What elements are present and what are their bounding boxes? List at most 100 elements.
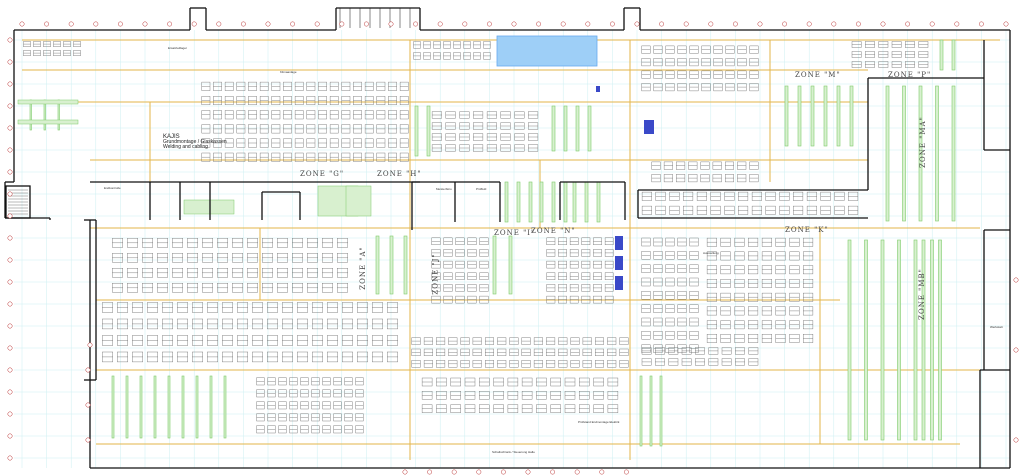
column-marker — [880, 21, 886, 27]
rack-column — [921, 239, 926, 441]
column-marker — [536, 21, 542, 27]
rack-column — [930, 239, 934, 441]
column-marker — [462, 21, 468, 27]
column-marker — [216, 21, 222, 27]
rack-column — [649, 375, 653, 447]
zone-m-label: ZONE "M" — [795, 71, 841, 79]
room-label-exhibit: Ausstellung — [703, 251, 719, 255]
rack-column — [810, 85, 815, 147]
storage-racks — [17, 39, 956, 447]
rack-column — [551, 105, 556, 152]
column-marker — [806, 21, 812, 27]
blue-equipment — [596, 86, 600, 92]
zone-ma-label: ZONE "MA" — [918, 116, 927, 168]
rack-column — [181, 375, 185, 439]
machine-layouts — [23, 35, 929, 434]
column-marker — [486, 21, 492, 27]
column-marker — [240, 21, 246, 27]
kajis-area-label: KAJIS Grundmontage / Glaskassen Welding … — [163, 134, 227, 150]
rack-column — [575, 105, 580, 152]
rack-column — [864, 239, 868, 441]
column-marker — [19, 21, 25, 27]
rack-column — [403, 235, 408, 295]
control-cabinet-label: Schaltschrank / Steuerung Halle — [492, 450, 535, 454]
rack-column — [885, 85, 890, 222]
column-marker — [44, 21, 50, 27]
rack-column — [584, 181, 589, 223]
kajis-line1: Grundmontage / Glaskassen — [163, 139, 227, 145]
column-marker — [1003, 21, 1009, 27]
rack-column — [389, 235, 394, 295]
column-marker — [7, 191, 13, 197]
zone-a-label: ZONE "A" — [358, 246, 367, 290]
column-marker — [85, 367, 91, 373]
column-marker — [905, 21, 911, 27]
rack-column — [57, 99, 60, 131]
blue-equipment — [615, 276, 623, 290]
blue-equipment — [615, 236, 623, 250]
column-marker — [476, 469, 482, 475]
column-marker — [623, 469, 629, 475]
rack-column — [596, 181, 601, 223]
room-label-workshop: Werkstatt — [990, 325, 1003, 329]
rack-block — [345, 185, 372, 217]
column-marker — [413, 21, 419, 27]
rack-column — [516, 181, 521, 223]
rack-column — [563, 105, 568, 152]
column-marker — [265, 21, 271, 27]
room-label-office-b: Prüffeld — [476, 187, 487, 191]
column-marker — [167, 21, 173, 27]
rack-column — [913, 239, 918, 441]
blue-equipment — [644, 120, 654, 134]
column-marker — [7, 213, 13, 219]
column-marker — [1013, 437, 1019, 443]
rack-column — [375, 235, 380, 295]
rack-column — [167, 375, 171, 439]
rack-column — [539, 181, 544, 223]
zone-k-label: ZONE "K" — [785, 226, 829, 234]
column-marker — [7, 257, 13, 263]
zone-g-label: ZONE "G" — [300, 170, 345, 178]
rack-block — [183, 199, 235, 215]
rack-column — [938, 239, 942, 441]
column-marker — [7, 345, 13, 351]
column-marker — [7, 455, 13, 461]
column-marker — [500, 469, 506, 475]
column-marker — [437, 21, 443, 27]
rack-column — [504, 181, 509, 223]
column-marker — [7, 433, 13, 439]
rack-column — [659, 375, 663, 447]
column-marker — [954, 21, 960, 27]
rack-column — [563, 181, 568, 223]
rack-column — [935, 85, 939, 222]
column-marker — [85, 437, 91, 443]
rack-column — [572, 181, 577, 223]
zone-i-label: ZONE "I" — [494, 229, 536, 237]
rack-column — [492, 235, 497, 295]
rack-column — [426, 105, 431, 157]
column-marker — [782, 21, 788, 27]
rack-column — [587, 105, 592, 152]
rack-column — [847, 239, 852, 441]
column-marker — [634, 21, 640, 27]
column-marker — [7, 235, 13, 241]
room-label-office-a: Meisterbüro — [436, 187, 452, 191]
rack-column — [508, 235, 513, 295]
column-marker — [363, 21, 369, 27]
rack-column — [639, 375, 643, 447]
rack-column — [195, 375, 199, 439]
column-marker — [550, 469, 556, 475]
column-marker — [85, 402, 91, 408]
column-marker — [831, 21, 837, 27]
column-marker — [978, 21, 984, 27]
rack-column — [849, 85, 854, 147]
column-marker — [402, 469, 408, 475]
rack-column — [836, 85, 841, 147]
column-marker — [929, 21, 935, 27]
rack-column — [951, 39, 956, 71]
column-marker — [609, 21, 615, 27]
column-marker — [451, 469, 457, 475]
column-marker — [525, 469, 531, 475]
rack-column — [43, 99, 46, 131]
